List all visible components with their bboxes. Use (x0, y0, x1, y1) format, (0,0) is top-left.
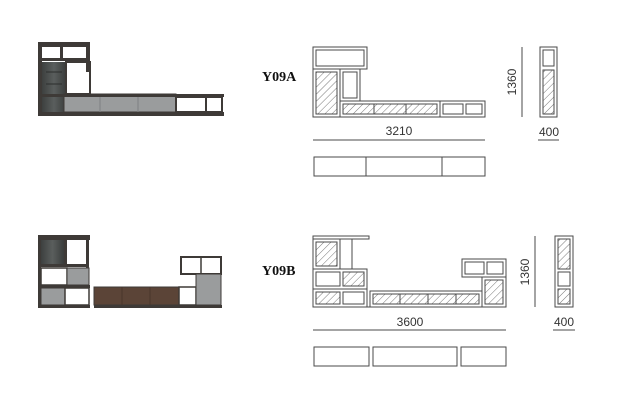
model-label-y09a: Y09A (262, 70, 297, 85)
side-view-y09a (539, 46, 558, 118)
width-label-y09b: 3600 (397, 315, 424, 329)
height-dimension-y09b: 1360 (518, 236, 536, 307)
depth-label-y09a: 400 (539, 125, 559, 139)
height-dimension-y09a: 1360 (505, 47, 523, 117)
front-elevation-y09b (312, 235, 507, 308)
product-render-y09a (38, 42, 224, 116)
product-render-y09b (38, 235, 222, 308)
depth-dimension-y09b: 400 (553, 315, 575, 331)
width-dimension-y09a: 3210 (313, 124, 485, 141)
plan-view-y09b (313, 346, 507, 367)
front-elevation-y09a (312, 46, 486, 118)
plan-view-y09a (313, 156, 486, 177)
side-view-y09b (554, 235, 574, 308)
width-label-y09a: 3210 (386, 124, 413, 138)
height-label-y09a: 1360 (505, 68, 519, 95)
depth-label-y09b: 400 (554, 315, 574, 329)
width-dimension-y09b: 3600 (313, 315, 506, 331)
depth-dimension-y09a: 400 (538, 125, 559, 141)
height-label-y09b: 1360 (518, 258, 532, 285)
variant-y09a: Y09A 3210 1360 (38, 42, 559, 177)
variant-y09b: Y09B 3600 (38, 235, 575, 367)
model-label-y09b: Y09B (262, 264, 295, 279)
